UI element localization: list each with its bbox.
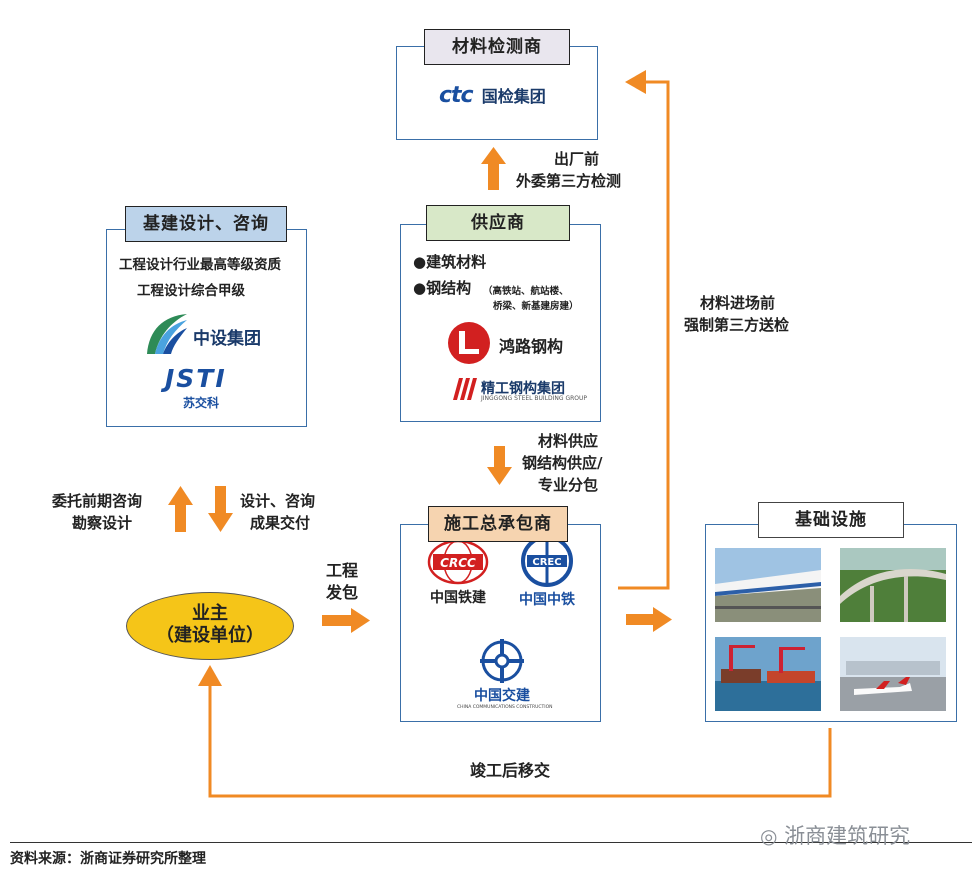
design-consulting-title: 基建设计、咨询 — [125, 206, 287, 242]
handover-label: 竣工后移交 — [470, 761, 551, 780]
watermark-text: 浙商建筑研究 — [784, 824, 911, 848]
jinggong-name: 精工钢构集团 — [481, 381, 565, 397]
supplier-item-steel-structure: ●钢结构 — [413, 279, 472, 297]
design-qualification-line2: 工程设计综合甲级 — [137, 283, 245, 299]
design-consulting-box: 工程设计行业最高等级资质 工程设计综合甲级 中设集团 JSTI 苏交科 — [106, 229, 307, 427]
zhongshe-leaf-icon — [147, 314, 187, 354]
contract-label-1: 工程 — [326, 561, 359, 580]
crcc-mark: CRCC — [440, 556, 476, 570]
material-entry-label-2: 强制第三方送检 — [684, 316, 790, 334]
infrastructure-title: 基础设施 — [758, 502, 904, 538]
handover-arrow — [198, 665, 832, 798]
testing-company-name: 国检集团 — [481, 87, 546, 106]
owner-subtitle: （建设单位） — [156, 625, 264, 646]
high-speed-rail-photo — [715, 548, 821, 622]
testing-arrow-label-2: 外委第三方检测 — [516, 172, 622, 190]
supplier-title: 供应商 — [426, 205, 570, 241]
contract-right-arrow — [322, 608, 370, 633]
testing-provider-title: 材料检测商 — [424, 29, 570, 65]
jsti-logo-mark: JSTI — [165, 364, 227, 393]
supply-down-arrow — [487, 446, 512, 485]
testing-arrow-label-1: 出厂前 — [554, 150, 600, 168]
container-port-photo — [715, 637, 821, 711]
ctc-logo: ctc 国检集团 — [439, 83, 546, 108]
crec-name: 中国中铁 — [519, 592, 575, 608]
material-entry-label-1: 材料进场前 — [700, 294, 776, 312]
supplier-steel-note-2: 桥梁、新基建房建） — [493, 301, 579, 312]
crec-logo: CREC 中国中铁 — [509, 535, 585, 609]
material-entry-arrow — [618, 70, 670, 590]
supplier-box: ●建筑材料 ●钢结构 （高铁站、航站楼、 桥梁、新基建房建） 鸿路钢构 精工钢构… — [400, 224, 601, 422]
supply-label-3: 专业分包 — [538, 476, 599, 494]
cccc-subtitle: CHINA COMMUNICATIONS CONSTRUCTION — [457, 705, 553, 710]
owner-title: 业主 — [192, 603, 228, 624]
supply-label-2: 钢结构供应/ — [522, 454, 603, 472]
cccc-name: 中国交建 — [474, 688, 530, 704]
cccc-emblem-icon — [480, 639, 524, 683]
supply-label-1: 材料供应 — [538, 432, 599, 450]
general-contractor-title: 施工总承包商 — [428, 506, 568, 542]
cccc-logo: 中国交建 CHINA COMMUNICATIONS CONSTRUCTION — [457, 639, 553, 711]
crcc-logo: CRCC 中国铁建 — [423, 539, 493, 607]
ctc-logo-mark: ctc — [439, 83, 474, 108]
jinggong-subtitle: JINGGONG STEEL BUILDING GROUP — [481, 395, 588, 402]
watermark: ◎ 浙商建筑研究 — [760, 820, 910, 850]
owner-up-arrow — [168, 486, 193, 532]
owner-down-label-1: 设计、咨询 — [240, 492, 316, 510]
wechat-icon: ◎ — [760, 824, 778, 848]
zhongshe-logo — [143, 310, 189, 360]
contract-label-2: 发包 — [326, 583, 359, 602]
owner-up-label-1: 委托前期咨询 — [52, 492, 143, 510]
holu-name: 鸿路钢构 — [499, 337, 564, 356]
holu-logo — [447, 321, 491, 369]
owner-up-label-2: 勘察设计 — [72, 514, 133, 532]
airport-photo — [840, 637, 946, 711]
owner-down-arrow — [208, 486, 233, 532]
supplier-steel-note-1: （高铁站、航站楼、 — [483, 286, 569, 297]
crcc-name: 中国铁建 — [430, 590, 486, 606]
owner-down-label-2: 成果交付 — [250, 514, 311, 532]
supplier-item-building-materials: ●建筑材料 — [413, 253, 487, 271]
jinggong-logo — [449, 378, 477, 404]
crcc-globe-icon: CRCC — [427, 539, 489, 585]
general-contractor-box: CRCC 中国铁建 CREC 中国中铁 中国交建 CHINA COMMUNICA… — [400, 524, 601, 722]
design-qualification-line1: 工程设计行业最高等级资质 — [119, 257, 281, 273]
owner-ellipse: 业主 （建设单位） — [126, 592, 294, 660]
crec-globe-icon: CREC — [521, 535, 573, 587]
holu-circle-icon — [448, 322, 490, 364]
source-note: 资料来源：浙商证券研究所整理 — [10, 851, 206, 867]
build-right-arrow — [626, 607, 672, 632]
zhongshe-name: 中设集团 — [193, 329, 261, 349]
jsti-subtitle: 苏交科 — [183, 396, 220, 410]
footer-divider — [10, 842, 972, 843]
jinggong-stripes-icon — [453, 378, 477, 400]
crec-mark: CREC — [532, 557, 561, 568]
infrastructure-box — [705, 524, 957, 722]
highway-bridge-photo — [840, 548, 946, 622]
testing-up-arrow — [481, 147, 506, 190]
